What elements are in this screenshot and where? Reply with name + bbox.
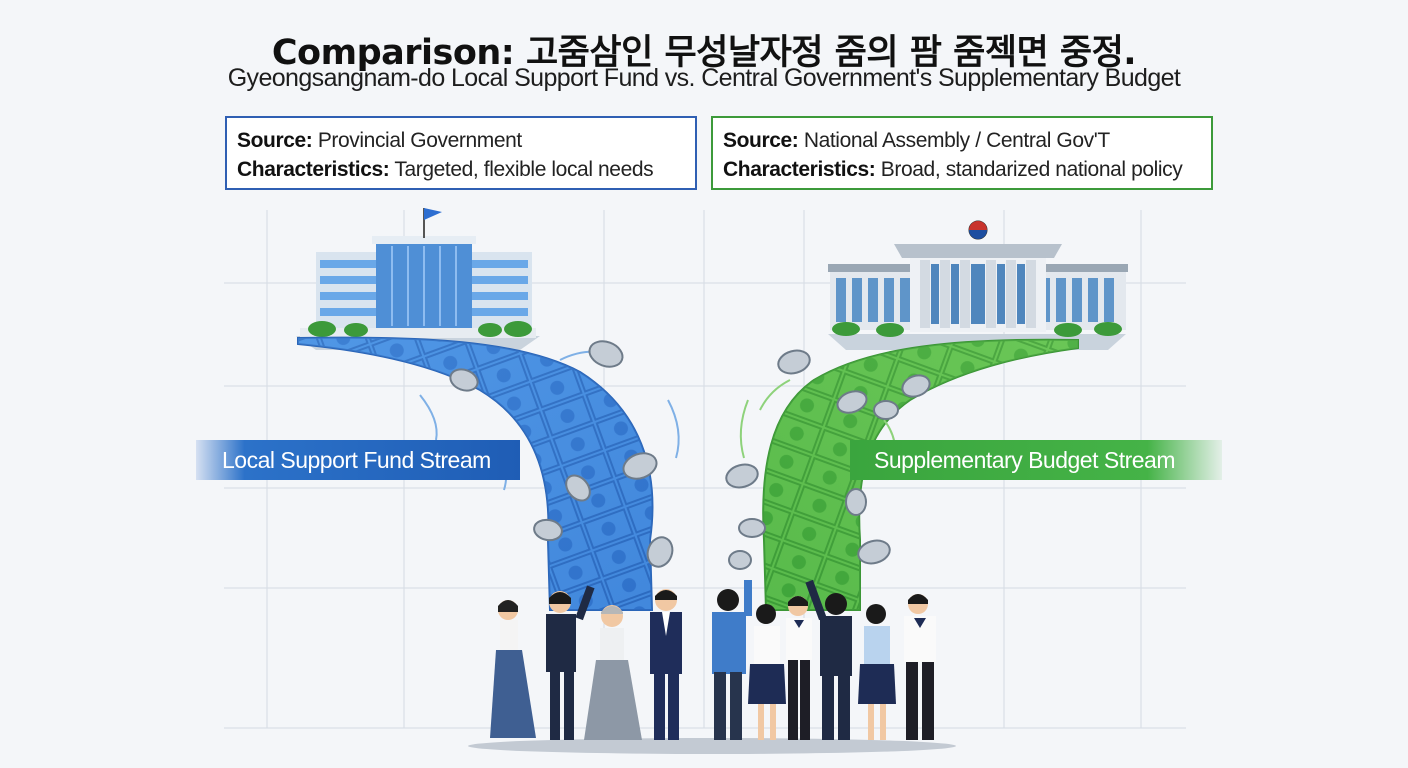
local-fund-money-stream	[297, 336, 680, 611]
source-value: Provincial Government	[317, 129, 522, 152]
central-info-box: Source: National Assembly / Central Gov'…	[711, 116, 1213, 190]
source-label: Source:	[723, 129, 799, 152]
supplementary-budget-stream-label: Supplementary Budget Stream	[850, 440, 1222, 480]
coin-icon	[449, 340, 931, 570]
page-subtitle: Gyeongsangnam-do Local Support Fund vs. …	[227, 64, 1181, 92]
citizens-group-icon	[468, 579, 956, 754]
page-title: Comparison: 고줌삼인 무성날자정 줌의 팜 줌젝면 중정.	[271, 33, 1137, 73]
characteristics-label: Characteristics:	[723, 158, 876, 181]
local-support-fund-stream-label: Local Support Fund Stream	[196, 440, 520, 480]
characteristics-value: Broad, standarized national policy	[880, 158, 1183, 181]
provincial-government-building-icon	[296, 208, 540, 350]
national-assembly-building-icon	[828, 220, 1128, 350]
characteristics-label: Characteristics:	[237, 158, 390, 181]
provincial-info-box: Source: Provincial Government Characteri…	[225, 116, 697, 190]
source-label: Source:	[237, 129, 313, 152]
characteristics-value: Targeted, flexible local needs	[394, 158, 654, 181]
source-value: National Assembly / Central Gov'T	[803, 129, 1110, 152]
